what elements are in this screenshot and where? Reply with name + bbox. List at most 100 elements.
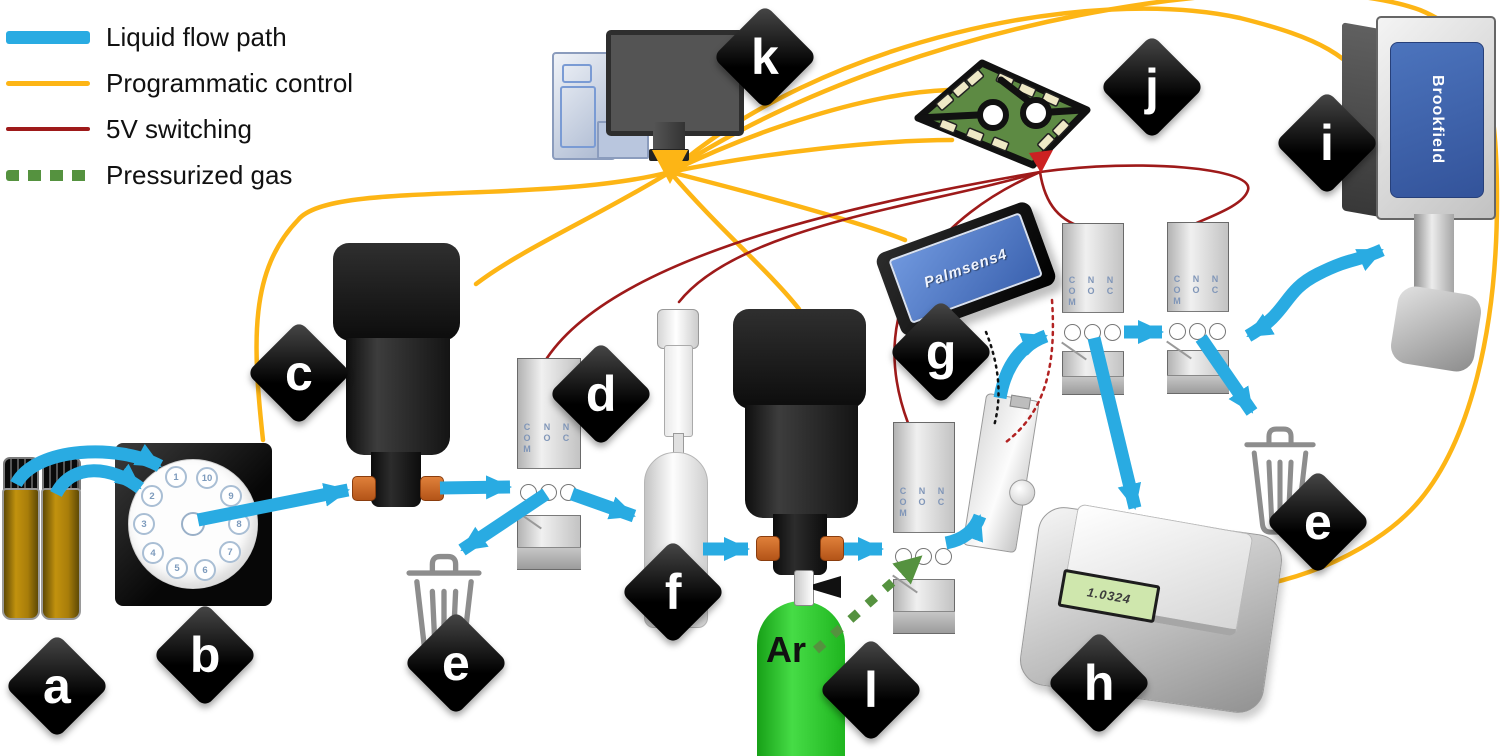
- switch-contact: [977, 99, 1009, 131]
- sample-vial-cap: [3, 457, 39, 491]
- control-line-computer-to-potentiostat: [667, 169, 908, 243]
- viscometer-label: Brookfield: [1429, 75, 1446, 165]
- pressurized-gas-swatch: [6, 169, 90, 181]
- pump-c-stem: [371, 452, 421, 507]
- potentiostat: Palmsens4: [873, 199, 1059, 339]
- rotary-port-7: 7: [219, 541, 241, 563]
- valve-com-port: [1064, 323, 1081, 341]
- potentiostat-label: Palmsens4: [921, 245, 1010, 291]
- relay-circuit-board: [914, 59, 1091, 173]
- valve-port-label-com: COM: [1172, 274, 1182, 307]
- valve-port-label-com: COM: [522, 422, 532, 455]
- valve-port-label-com: COM: [1067, 275, 1077, 308]
- viscometer-column: [1414, 214, 1454, 300]
- valve-nc-port: [935, 547, 952, 565]
- valve-port-label-nc: NC: [1105, 275, 1115, 297]
- rotary-port-1: 1: [165, 466, 187, 488]
- valve-port-band: [1167, 311, 1229, 351]
- marker-letter: e: [1304, 494, 1332, 550]
- rotary-port-2: 2: [141, 485, 163, 507]
- valve-no-port: [915, 547, 932, 565]
- marker-letter: e: [442, 635, 470, 691]
- marker-letter: l: [864, 662, 878, 718]
- pump-c-inlet-fitting: [352, 476, 376, 501]
- valve-port-label-no: NO: [917, 486, 927, 508]
- legend-label: 5V switching: [106, 113, 252, 144]
- marker-letter: h: [1083, 654, 1115, 711]
- sample-vial: [41, 488, 81, 620]
- solenoid-valve-g: COM NO NC: [892, 422, 955, 634]
- flow-cell-knob: [1007, 477, 1038, 508]
- legend-label: Programmatic control: [106, 67, 354, 98]
- flow-valve-d-to-column: [569, 487, 637, 523]
- valve-port-label-nc: NC: [1210, 274, 1220, 296]
- rotary-port-5: 5: [166, 557, 188, 579]
- switch-contact: [1020, 97, 1052, 129]
- marker-diamond-j: j: [1099, 34, 1205, 140]
- valve-port-band: [1062, 312, 1124, 352]
- sample-vial: [2, 488, 40, 620]
- pump-c-outlet-fitting: [420, 476, 444, 501]
- valve-foot: [1167, 375, 1229, 393]
- marker-diamond-f: f: [620, 539, 726, 645]
- switching-5v-swatch: [6, 127, 90, 131]
- marker-letter: c: [285, 345, 313, 401]
- legend-row-gas: Pressurized gas: [6, 152, 426, 198]
- rotary-port-6: 6: [194, 559, 216, 581]
- tower-front-panel: [560, 86, 596, 148]
- marker-letter: j: [1145, 59, 1159, 115]
- sample-vial-cap: [42, 457, 81, 491]
- marker-letter: g: [925, 323, 957, 380]
- balance-reading: 1.0324: [1085, 585, 1132, 607]
- viscometer-panel: Brookfield: [1390, 42, 1484, 198]
- pump-c-body: [346, 338, 450, 455]
- valve-no-port: [1189, 322, 1206, 340]
- tower-drive-bay: [562, 64, 592, 83]
- valve-port-band: [517, 468, 581, 517]
- monitor-foot: [649, 149, 689, 161]
- syringe-cap: [657, 309, 699, 349]
- gas-cylinder-label: Ar: [766, 629, 807, 670]
- potentiostat-screen: Palmsens4: [888, 212, 1044, 324]
- marker-letter: f: [664, 564, 682, 620]
- gas-cylinder-valve: [794, 570, 814, 606]
- valve-port-label-no: NO: [1191, 274, 1201, 296]
- valve-foot: [1062, 376, 1124, 394]
- marker-letter: k: [751, 29, 779, 85]
- flow-cell-to-valve-1: [993, 329, 1049, 400]
- relay-switch-symbol: [914, 76, 1087, 122]
- valve-no-port: [540, 483, 557, 501]
- solenoid-valve-2: COM NO NC: [1166, 222, 1229, 394]
- valve-nc-port: [1104, 323, 1121, 341]
- rotary-port-4: 4: [142, 542, 164, 564]
- pump-2-cap: [733, 309, 866, 409]
- liquid-flow-swatch: [6, 30, 90, 44]
- marker-letter: b: [189, 626, 221, 683]
- marker-letter: a: [43, 658, 71, 714]
- marker-diamond-b: b: [152, 602, 258, 708]
- solenoid-valve-1: COM NO NC: [1061, 223, 1124, 395]
- legend: Liquid flow path Programmatic control 5V…: [6, 14, 426, 198]
- valve-port-label-nc: NC: [936, 486, 946, 508]
- valve-port-label-no: NO: [542, 422, 552, 444]
- valve-com-port: [520, 483, 537, 501]
- marker-diamond-c: c: [246, 320, 352, 426]
- marker-letter: i: [1320, 115, 1334, 171]
- pump-2-body: [745, 405, 858, 518]
- flow-pump-c-to-valve-d: [439, 475, 512, 500]
- flow-cell-port: [1009, 394, 1032, 410]
- pcb-pads: [935, 69, 1070, 152]
- valve-nc-port: [1209, 322, 1226, 340]
- valve-port-label-com: COM: [898, 486, 908, 519]
- rotary-port-10: 10: [196, 467, 218, 489]
- programmatic-control-swatch: [6, 80, 90, 86]
- valve-foot: [517, 547, 581, 569]
- pump-2-stem: [773, 514, 827, 575]
- valve-foot: [893, 611, 955, 633]
- legend-row-programmatic: Programmatic control: [6, 60, 426, 106]
- pcb-connector: [1029, 150, 1053, 173]
- control-line-computer-to-pump-2: [667, 169, 802, 312]
- valve-com-port: [895, 547, 912, 565]
- valve-nc-port: [560, 483, 577, 501]
